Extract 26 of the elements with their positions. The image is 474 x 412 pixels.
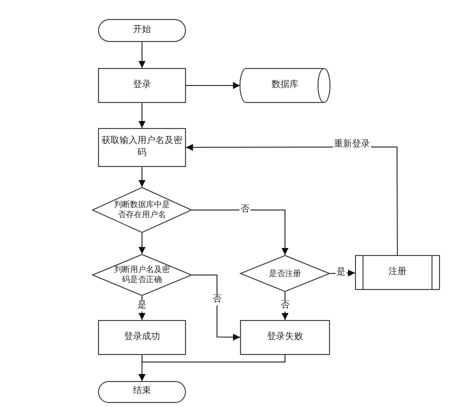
connector-arrow [138, 42, 146, 68]
connector-arrow [138, 354, 286, 382]
edge-label: 重新登录 [333, 140, 371, 150]
edge-label: 否 [212, 294, 222, 306]
start-end-terminal: 结束 [98, 381, 186, 403]
database-cylinder: 数据库 [240, 68, 330, 103]
process-box: 登录成功 [98, 320, 186, 355]
connector-arrow [192, 210, 288, 256]
connector-arrow [186, 144, 398, 256]
decision-diamond: 是否注册 [240, 255, 330, 292]
connector-arrow [138, 166, 146, 188]
decision-diamond: 判断数据库中是否存在用户名 [92, 187, 192, 233]
connector-arrow [186, 82, 240, 89]
edge-label: 是 [336, 268, 346, 278]
connector-arrow [192, 274, 240, 341]
edge-label: 否 [280, 300, 290, 312]
process-box: 获取输入用户名及密码 [98, 128, 186, 167]
process-box: 登录 [98, 68, 186, 103]
edge-label: 是 [136, 300, 148, 312]
decision-diamond: 判断用户名及密码是否正确 [92, 254, 192, 296]
process-box: 登录失败 [240, 320, 330, 355]
connector-arrow [138, 232, 146, 254]
start-end-terminal: 开始 [98, 19, 186, 42]
connector-arrow [138, 102, 146, 128]
edge-label: 否 [240, 204, 250, 216]
subprocess-box: 注册 [355, 255, 440, 290]
